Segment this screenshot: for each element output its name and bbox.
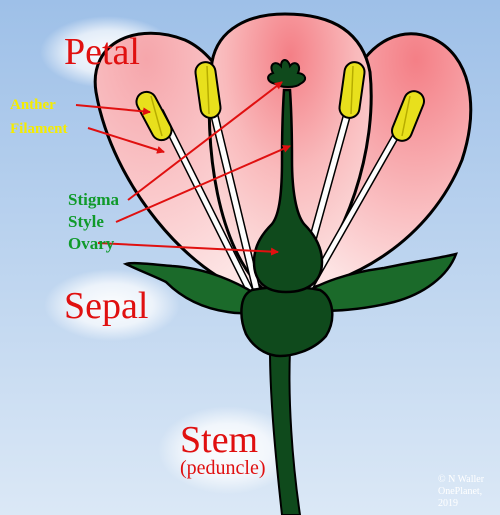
petal-label: Petal [64, 31, 140, 73]
anthers [135, 61, 425, 142]
anther-groove-2 [206, 65, 210, 115]
pistil [252, 88, 324, 294]
peduncle-label: (peduncle) [180, 457, 266, 479]
anther-groove-1 [150, 95, 163, 137]
stem-label-glow [158, 406, 298, 494]
filament-label: Filament [10, 121, 68, 137]
arrow-style [115, 145, 291, 223]
credit-line-1: © N Waller [438, 474, 485, 485]
anther-grooves [150, 65, 411, 137]
filaments [154, 94, 416, 301]
credit-line-2: OnePlanet, [438, 486, 482, 497]
anther-4 [391, 90, 425, 142]
style-label: Style [68, 212, 104, 231]
ovary-label: Ovary [68, 234, 115, 253]
anther-label: Anther [10, 97, 56, 113]
sepal-left [122, 261, 264, 315]
anther-groove-3 [350, 65, 354, 115]
arrows [75, 81, 291, 256]
arrow-filament [87, 127, 165, 154]
anther-1 [135, 90, 173, 142]
stigma-label: Stigma [68, 190, 120, 209]
arrow-ovary [97, 242, 279, 256]
sepal-label: Sepal [64, 285, 148, 327]
arrow-anther [75, 104, 151, 116]
credit-line-3: 2019 [438, 498, 458, 509]
stem [268, 349, 302, 515]
stem-label: Stem [180, 419, 258, 461]
arrow-stigma [127, 81, 283, 201]
sepal-label-glow [44, 269, 180, 341]
receptacle [240, 285, 334, 358]
anther-groove-4 [401, 95, 411, 137]
